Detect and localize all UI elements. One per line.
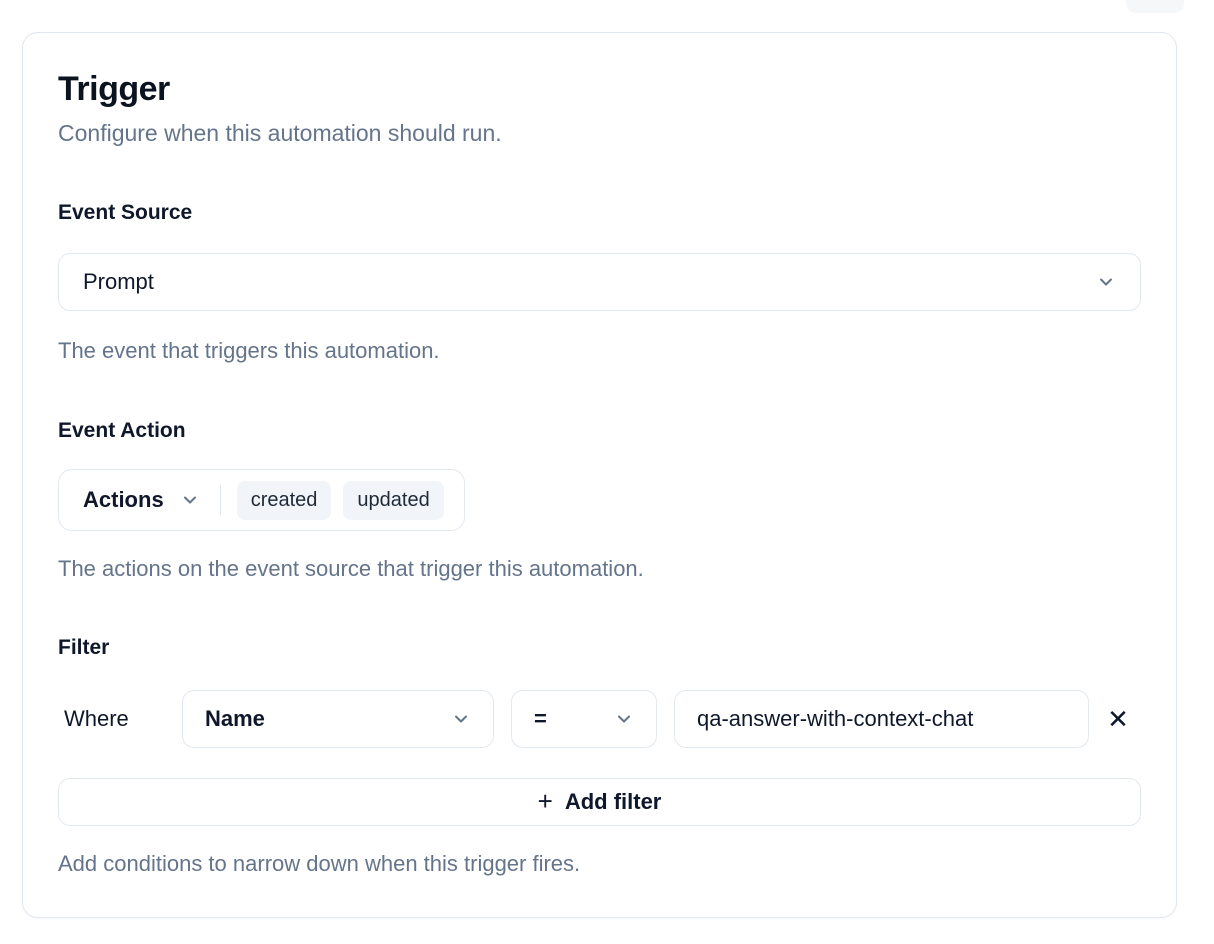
trigger-card: Trigger Configure when this automation s…: [22, 32, 1177, 918]
clipped-element-remnant: [1126, 0, 1184, 13]
filter-where-label: Where: [64, 706, 129, 732]
event-action-multiselect[interactable]: Actions created updated: [58, 469, 465, 532]
remove-filter-button[interactable]: ✕: [1095, 696, 1141, 742]
event-action-dropdown[interactable]: Actions: [83, 487, 200, 513]
event-action-dropdown-label: Actions: [83, 487, 164, 513]
page-title: Trigger: [58, 70, 170, 108]
chevron-down-icon: [618, 715, 630, 723]
add-filter-button-label: Add filter: [564, 789, 662, 815]
chevron-down-icon: [1100, 278, 1112, 286]
action-chip-created[interactable]: created: [236, 480, 332, 520]
filter-operator-selected-value: =: [534, 706, 547, 732]
plus-icon: +: [537, 786, 553, 817]
event-action-label: Event Action: [58, 419, 186, 443]
chevron-down-icon: [183, 496, 196, 504]
event-action-helper: The actions on the event source that tri…: [58, 556, 644, 582]
filter-value-input[interactable]: [674, 690, 1089, 749]
action-chip-updated[interactable]: updated: [343, 480, 444, 520]
close-icon: ✕: [1107, 704, 1129, 735]
page-subtitle: Configure when this automation should ru…: [58, 119, 502, 146]
divider: [219, 485, 221, 516]
event-source-selected-value: Prompt: [83, 268, 154, 294]
add-filter-button[interactable]: + Add filter: [58, 778, 1141, 827]
filter-helper: Add conditions to narrow down when this …: [58, 851, 581, 877]
filter-row: Where Name = ✕: [58, 690, 1141, 749]
event-source-helper: The event that triggers this automation.: [58, 337, 440, 363]
filter-operator-select[interactable]: =: [511, 690, 657, 749]
chevron-down-icon: [455, 715, 467, 723]
event-source-select[interactable]: Prompt: [58, 252, 1141, 311]
event-source-label: Event Source: [58, 200, 193, 224]
filter-field-select[interactable]: Name: [182, 690, 494, 749]
filter-label: Filter: [58, 636, 110, 660]
filter-field-selected-value: Name: [205, 706, 265, 732]
